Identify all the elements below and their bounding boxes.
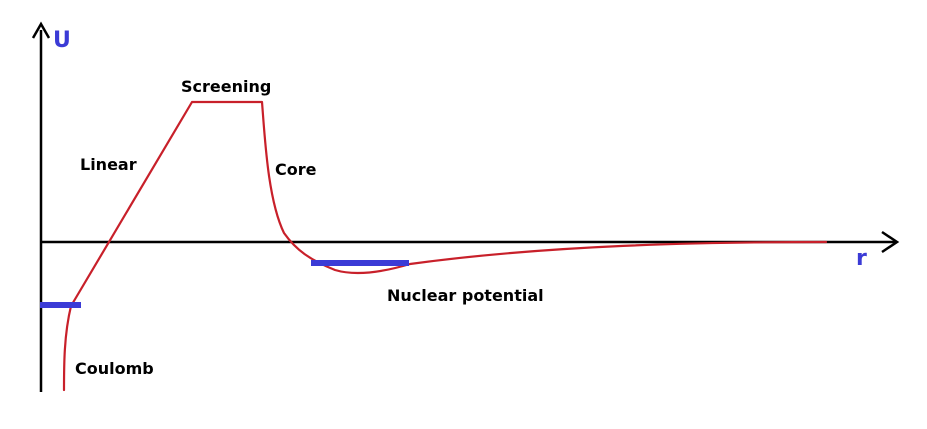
y-axis-label: U — [53, 28, 71, 53]
x-axis-arrowhead — [881, 230, 900, 254]
screening-label: Screening — [181, 77, 271, 96]
potential-curve — [62, 100, 828, 392]
y-axis-arrowhead — [31, 21, 51, 39]
linear-label: Linear — [80, 155, 137, 174]
core-label: Core — [275, 160, 317, 179]
x-axis-label: r — [856, 246, 867, 271]
nuclear-potential-label: Nuclear potential — [387, 286, 544, 305]
coulomb-label: Coulomb — [75, 359, 154, 378]
